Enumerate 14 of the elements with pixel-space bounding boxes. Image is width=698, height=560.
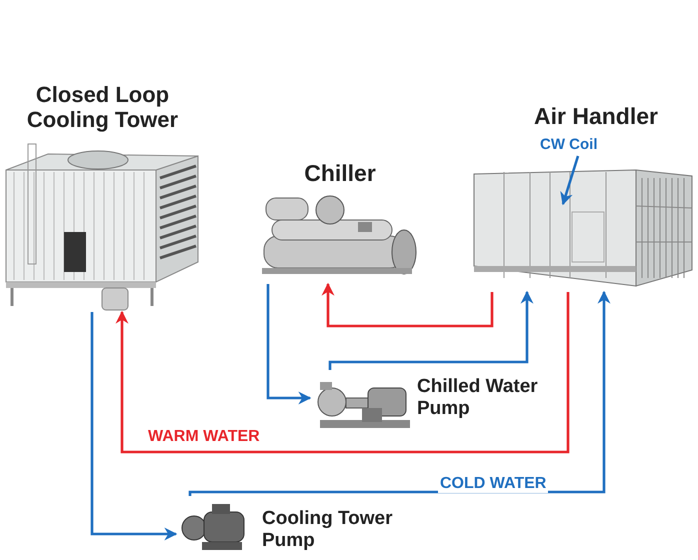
pipe-arrow bbox=[90, 312, 178, 540]
equipment-label: Chilled Water Pump bbox=[417, 376, 539, 420]
pipe-arrow bbox=[188, 290, 610, 497]
part-label: CW Coil bbox=[540, 136, 598, 153]
pipe-arrow bbox=[266, 284, 312, 404]
pipe-arrow bbox=[328, 290, 534, 370]
pipe-arrow bbox=[116, 292, 570, 454]
equipment-label: Chiller bbox=[303, 160, 377, 186]
equipment-label: Closed Loop Cooling Tower bbox=[26, 82, 180, 133]
pipe-arrow bbox=[322, 282, 494, 328]
pipe-arrow bbox=[560, 156, 580, 206]
equipment-label: Cooling Tower Pump bbox=[262, 508, 394, 552]
equipment-label: Air Handler bbox=[533, 103, 659, 130]
edge-label: COLD WATER bbox=[438, 475, 548, 493]
